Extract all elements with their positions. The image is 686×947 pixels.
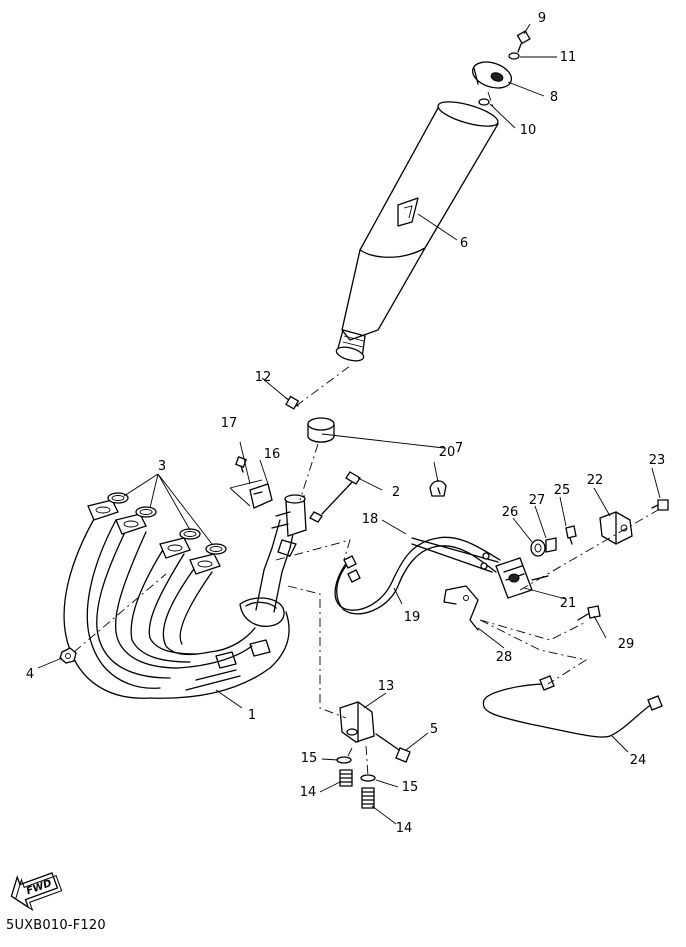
- callout-2: 2: [392, 485, 400, 500]
- fitting-14a: [339, 769, 353, 787]
- callout-1: 1: [248, 708, 256, 723]
- callout-9: 9: [538, 11, 546, 26]
- damper-26: [530, 539, 546, 557]
- washer-15b: [360, 774, 376, 782]
- callout-15a: 15: [301, 751, 318, 766]
- callout-8: 8: [550, 90, 558, 105]
- callout-21: 21: [560, 596, 577, 611]
- callout-labels: 9 11 8 10 6 12 17 7 20 23 3 16 2 22 25 2…: [26, 11, 665, 836]
- callout-14a: 14: [300, 785, 317, 800]
- muffler: [335, 101, 499, 362]
- collar-27: [545, 537, 557, 553]
- exhaust-pipe-assembly: [63, 494, 307, 699]
- bracket-22: [599, 511, 633, 545]
- callout-20: 20: [439, 445, 456, 460]
- callout-7: 7: [455, 441, 463, 456]
- callout-16: 16: [264, 447, 281, 462]
- callout-17: 17: [221, 416, 238, 431]
- fwd-arrow-icon: FWD: [10, 872, 63, 912]
- leader-lines: [37, 23, 661, 825]
- bolt-9: [516, 30, 531, 53]
- callout-24: 24: [630, 753, 647, 768]
- gasket-7: [307, 417, 335, 443]
- bolt-17: [235, 456, 247, 473]
- bolt-25: [565, 525, 577, 545]
- callout-28: 28: [496, 650, 513, 665]
- bolt-12: [285, 395, 300, 410]
- fitting-14b: [361, 787, 375, 809]
- callout-26: 26: [502, 505, 519, 520]
- cable-2: [309, 471, 361, 523]
- washer-15a: [336, 756, 352, 764]
- sensor-lead-24: [482, 675, 663, 738]
- callout-10: 10: [520, 123, 537, 138]
- callout-25: 25: [554, 483, 571, 498]
- callout-23: 23: [649, 453, 666, 468]
- gaskets-3: [107, 492, 227, 555]
- bracket-28: [443, 585, 479, 631]
- callout-18: 18: [362, 512, 379, 527]
- callout-11: 11: [560, 50, 577, 65]
- washer-10: [478, 98, 490, 106]
- throttle-cables: [334, 536, 501, 615]
- callout-15b: 15: [402, 780, 419, 795]
- callout-13: 13: [378, 679, 395, 694]
- callout-4: 4: [26, 667, 34, 682]
- bolt-29: [577, 605, 601, 621]
- callout-27: 27: [529, 493, 546, 508]
- washer-11: [508, 52, 520, 60]
- callout-3: 3: [158, 459, 166, 474]
- bolt-23: [651, 499, 669, 511]
- callout-29: 29: [618, 637, 635, 652]
- callout-5: 5: [430, 722, 438, 737]
- bolt-5: [375, 733, 411, 763]
- muffler-end-cap: [471, 61, 513, 89]
- callout-14b: 14: [396, 821, 413, 836]
- bracket-13: [339, 701, 375, 743]
- callout-6: 6: [460, 236, 468, 251]
- callout-19: 19: [404, 610, 421, 625]
- nut-4: [59, 647, 77, 664]
- callout-12: 12: [255, 370, 272, 385]
- clamp-20: [429, 480, 447, 497]
- bracket-16: [249, 483, 273, 509]
- drawing-code: 5UXB010-F120: [6, 918, 106, 933]
- callout-22: 22: [587, 473, 604, 488]
